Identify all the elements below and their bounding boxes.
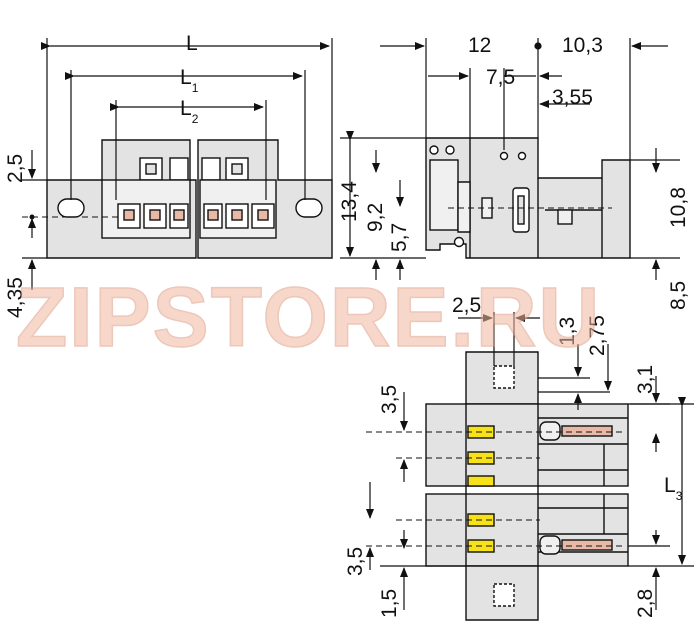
dim-2-75: 2,75 <box>586 315 609 356</box>
dim-2-5-top: 2,5 <box>452 294 481 317</box>
top-module-upper <box>425 403 629 487</box>
dim-L2: L2 <box>180 97 199 126</box>
front-dimensions <box>22 38 333 290</box>
svg-text:ZIPSTORE.RU: ZIPSTORE.RU <box>16 270 601 364</box>
top-dimensions <box>366 312 694 610</box>
dim-8-5: 8,5 <box>667 281 690 310</box>
dim-4-35: 4,35 <box>4 277 27 318</box>
dim-3-5-bottom: 3,5 <box>344 547 367 576</box>
dim-3-1: 3,1 <box>634 365 657 394</box>
dim-L1: L1 <box>180 66 199 95</box>
side-view <box>425 137 631 259</box>
dim-10-8: 10,8 <box>667 187 690 228</box>
dim-7-5: 7,5 <box>486 66 515 89</box>
front-dim-labels: L L1 L2 2,5 4,35 <box>4 32 199 318</box>
dim-L3: L3 <box>664 474 683 503</box>
dim-2-8: 2,8 <box>634 589 657 618</box>
front-contacts <box>117 203 275 229</box>
dim-1-5: 1,5 <box>378 589 401 618</box>
dim-5-7: 5,7 <box>388 223 411 252</box>
dim-3-5-top: 3,5 <box>378 385 401 414</box>
top-dim-labels: 2,5 1,3 2,75 3,1 3,5 3,5 1,5 2,8 L3 <box>344 294 683 618</box>
mounting-slot-left <box>57 198 85 218</box>
dim-3-55: 3,55 <box>552 86 593 109</box>
dim-13-4: 13,4 <box>338 181 361 222</box>
side-dimensions <box>340 38 680 280</box>
mounting-slot-right <box>295 198 323 218</box>
front-view <box>46 139 333 259</box>
dim-1-3: 1,3 <box>556 317 579 346</box>
side-dim-labels: 12 10,3 7,5 3,55 13,4 9,2 5,7 10,8 8,5 <box>338 34 690 310</box>
dim-10-3: 10,3 <box>562 34 603 57</box>
top-module-lower <box>425 493 629 567</box>
dim-2-5-left: 2,5 <box>4 154 27 183</box>
dim-12: 12 <box>468 34 491 57</box>
dim-L: L <box>186 32 198 55</box>
dim-9-2: 9,2 <box>364 203 387 232</box>
watermark: ZIPSTORE.RU <box>15 269 601 365</box>
top-pins <box>539 421 613 555</box>
